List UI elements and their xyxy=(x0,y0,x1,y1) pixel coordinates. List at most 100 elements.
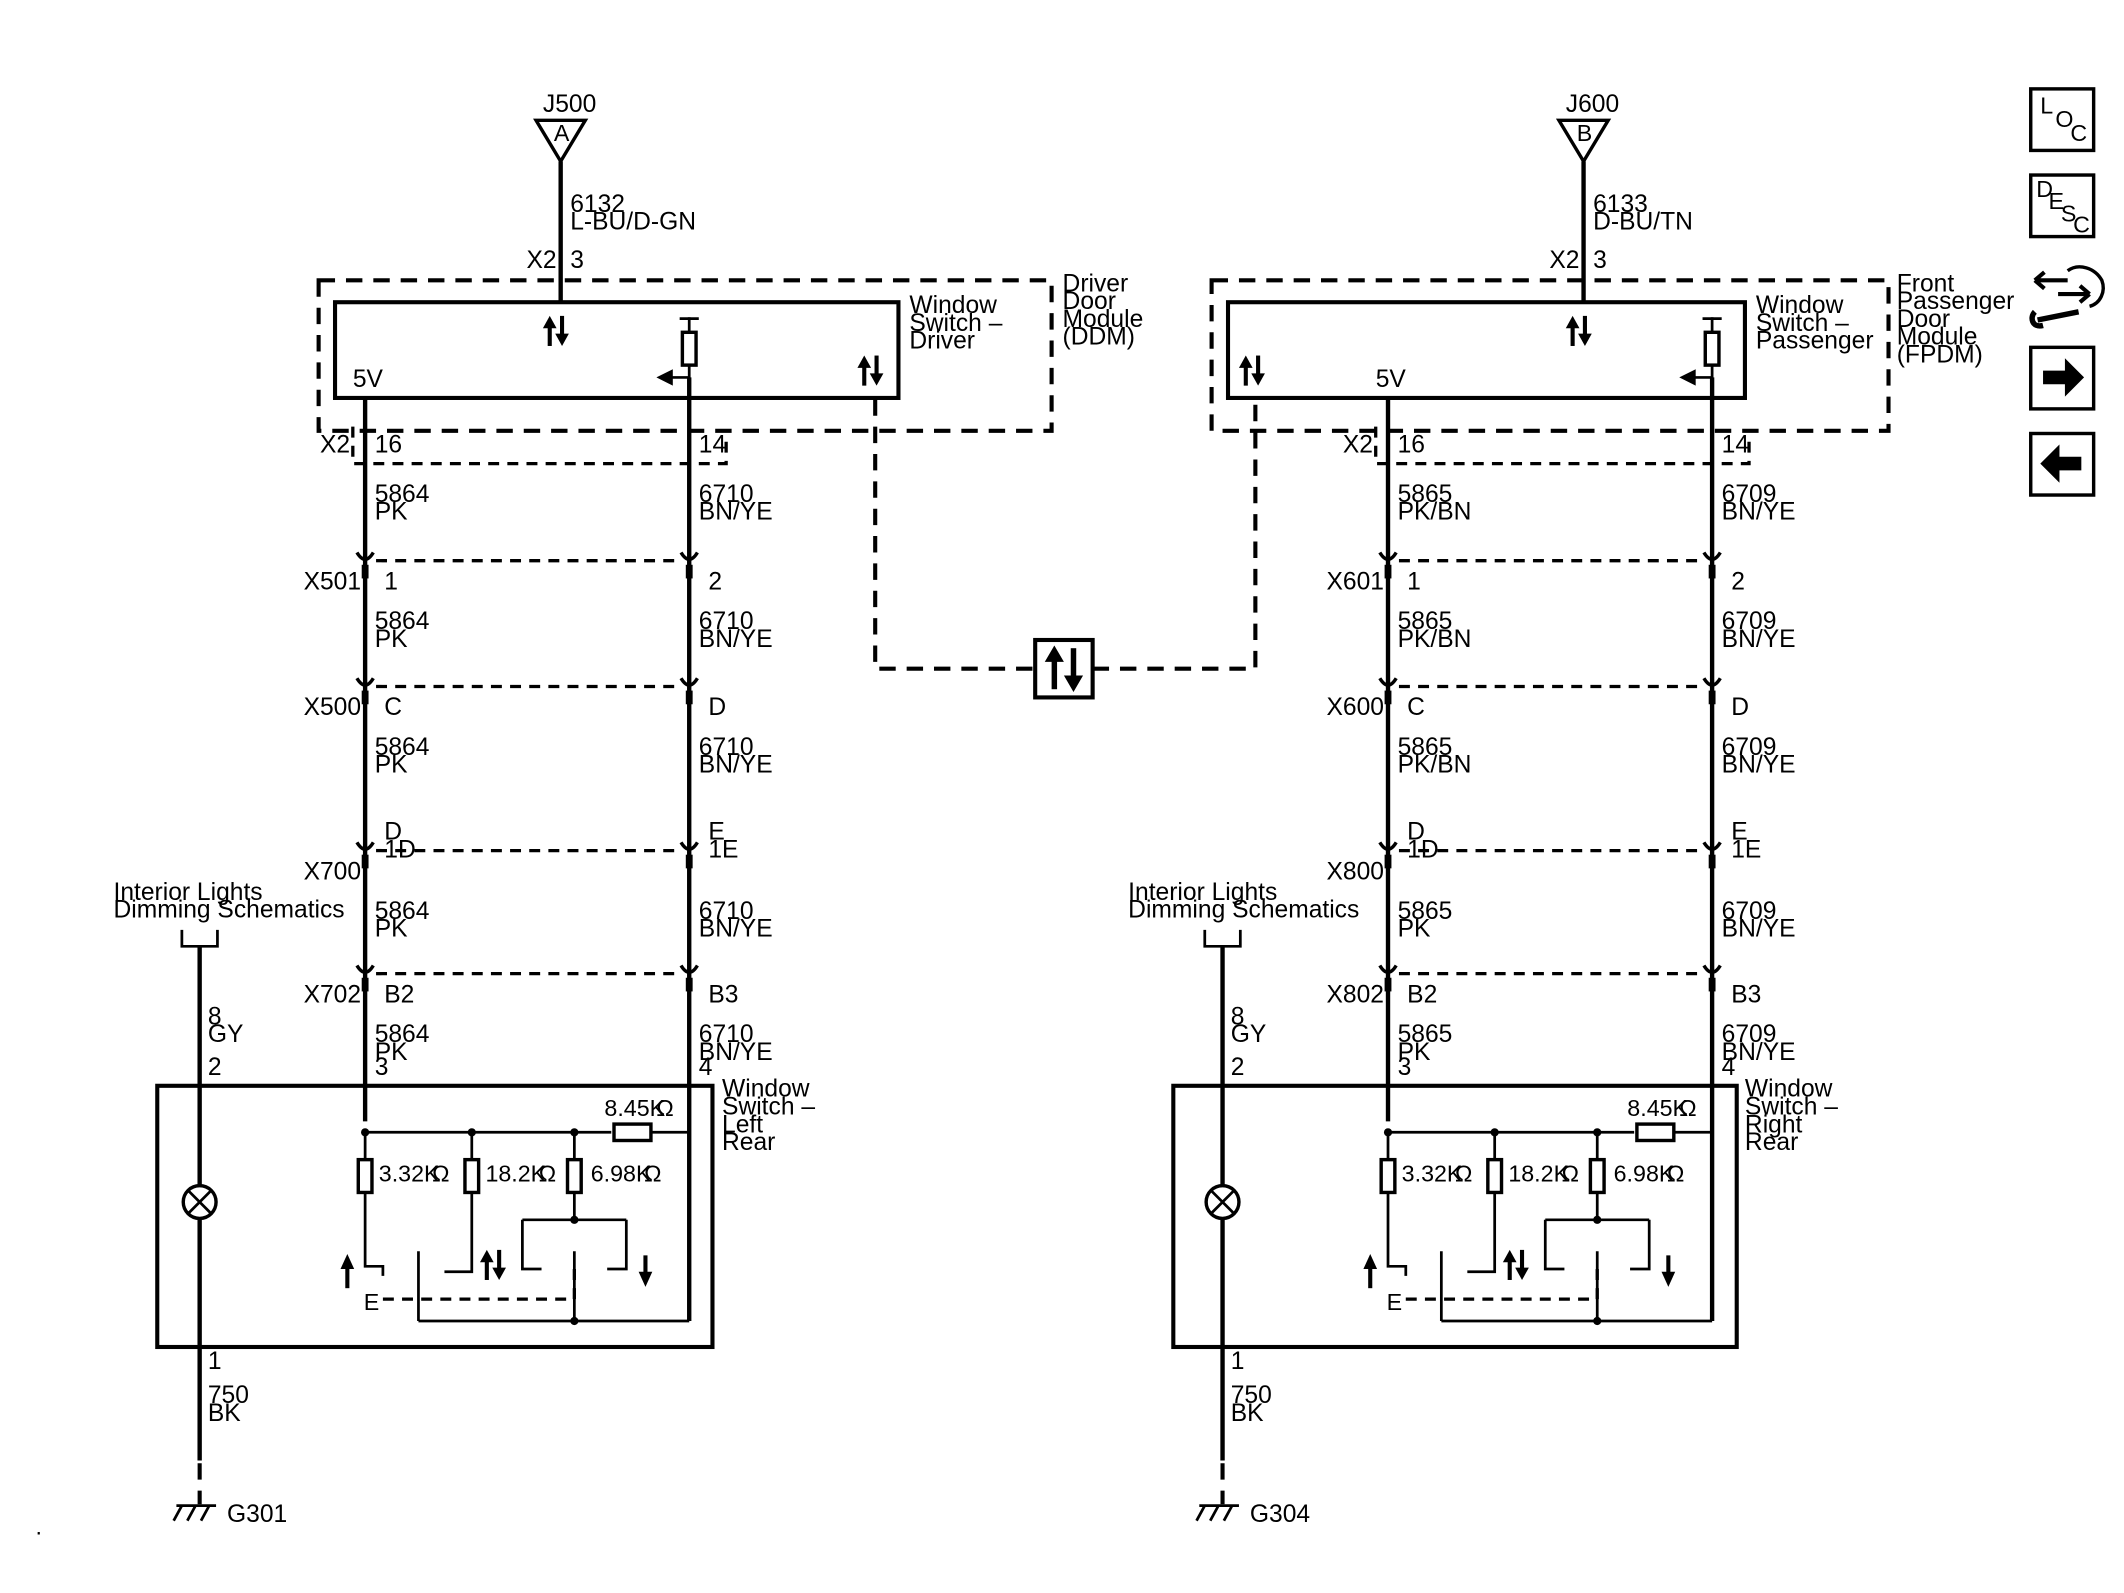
input-connector-ref: J500 xyxy=(543,91,596,118)
signal-arrow-icon xyxy=(656,369,673,386)
connector-b-socket xyxy=(1702,551,1722,561)
wire-b-color: BN/YE xyxy=(1722,916,1796,943)
door-module-label-line-4: (DDM) xyxy=(1063,324,1135,351)
input-connector-letter: A xyxy=(554,120,570,146)
connector-a-pin xyxy=(361,977,369,992)
module-pin-a: 16 xyxy=(375,432,402,459)
location-button[interactable]: L O C xyxy=(2029,87,2096,153)
input-connector-letter: B xyxy=(1577,120,1593,146)
input-circuit-number: 6132 xyxy=(570,191,625,218)
dimming-circuit-number: 8 xyxy=(1231,1003,1245,1030)
loc-letter-c: C xyxy=(2070,120,2087,146)
connector-a-socket xyxy=(1378,841,1398,851)
rear-window-switch-box xyxy=(155,1083,715,1350)
wire-a-color: PK/BN xyxy=(1398,499,1472,526)
dimming-reference-label-line-2: Dimming Schematics xyxy=(114,897,345,924)
input-connector-triangle xyxy=(533,118,589,165)
wire-a-circuit: 5865 xyxy=(1398,898,1453,925)
up-arrow-head xyxy=(1363,1253,1378,1270)
connector-b-pin xyxy=(685,977,693,992)
wire-b-circuit: 6710 xyxy=(699,734,754,761)
resistor-1-unit: Ω xyxy=(432,1161,449,1187)
resistor-2 xyxy=(463,1157,481,1195)
connector-b-socket xyxy=(679,551,699,561)
module-connector-dashed xyxy=(1374,426,1751,466)
connector-pin-a: B2 xyxy=(384,981,414,1008)
connector-pin-a: 1 xyxy=(1407,568,1421,595)
connector-a-socket xyxy=(355,677,375,687)
window-switch-box xyxy=(332,300,901,400)
resistor-top-value: 8.45K xyxy=(1627,1095,1688,1121)
next-page-arrow-icon[interactable] xyxy=(2029,345,2096,411)
connector-a-pin xyxy=(361,564,369,579)
connector-pin-b: B3 xyxy=(708,981,738,1008)
connector-pin-b: 2 xyxy=(708,568,722,595)
wire-a-circuit: 5865 xyxy=(1398,481,1453,508)
corner-dot: . xyxy=(36,1513,42,1539)
input-pin-number: 3 xyxy=(1593,247,1607,274)
rear-window-switch-label-line-4: Rear xyxy=(1745,1129,1798,1156)
door-module-label-line-2: Door xyxy=(1063,288,1116,315)
input-pin-number: 3 xyxy=(570,247,584,274)
module-signal-arrows-icon xyxy=(542,315,569,346)
door-module-label-line-4: Module xyxy=(1897,324,1978,351)
connector-name: X700 xyxy=(304,858,361,885)
connector-a-pin xyxy=(1384,690,1392,705)
switch-e-label: E xyxy=(1387,1289,1403,1315)
previous-page-arrow-icon[interactable] xyxy=(2029,431,2096,497)
bulb-filament xyxy=(187,1190,212,1214)
connector-wrench-icon[interactable] xyxy=(2029,265,2105,329)
dimming-reference-label-line-2: Dimming Schematics xyxy=(1128,897,1359,924)
wire-b-circuit: 6710 xyxy=(699,898,754,925)
rear-window-switch-label-line-2: Switch – xyxy=(1745,1094,1838,1121)
window-switch-label-line-3: Driver xyxy=(909,328,975,355)
desc-letter-d: D xyxy=(2036,176,2053,202)
connector-b-socket xyxy=(1702,964,1722,974)
resistor-3 xyxy=(565,1157,583,1195)
wire-a-color: PK xyxy=(375,1039,408,1066)
resistor-3-unit: Ω xyxy=(644,1161,661,1187)
connector-pin-a: D xyxy=(1407,819,1425,846)
resistor-top xyxy=(612,1122,653,1143)
rear-window-switch-label-line-2: Switch – xyxy=(722,1094,815,1121)
wire-a-circuit: 5864 xyxy=(375,481,430,508)
desc-letter-e: E xyxy=(2049,188,2065,214)
wire-b-circuit: 6709 xyxy=(1722,734,1777,761)
connector-b-socket xyxy=(1702,841,1722,851)
connector-a-pin xyxy=(1384,564,1392,579)
door-module-label-line-1: Driver xyxy=(1063,270,1129,297)
connector-pin-b: B3 xyxy=(1731,981,1761,1008)
serial-data-arrows-icon xyxy=(1238,355,1265,386)
rear-switch-pin-dim: 2 xyxy=(208,1054,222,1081)
down-arrow-head xyxy=(1661,1271,1676,1287)
resistor-top-value: 8.45K xyxy=(604,1095,665,1121)
connector-a-socket xyxy=(355,841,375,851)
resistor-top xyxy=(1635,1122,1676,1143)
wire-b-circuit: 6710 xyxy=(699,481,754,508)
wire-b-circuit: 6709 xyxy=(1722,1021,1777,1048)
resistor-top-unit: Ω xyxy=(656,1095,673,1121)
desc-letter-c: C xyxy=(2073,211,2090,237)
wire-a-color: PK/BN xyxy=(1398,626,1472,653)
description-button[interactable]: D E S C xyxy=(2029,173,2096,239)
input-wire-color: L-BU/D-GN xyxy=(570,209,696,236)
wire-b-color: BN/YE xyxy=(699,1039,773,1066)
ground-circuit-number: 750 xyxy=(1231,1382,1272,1409)
up-arrow-head xyxy=(340,1253,355,1270)
up-down-arrows-icon xyxy=(479,1249,506,1280)
loc-letter-o: O xyxy=(2055,106,2073,132)
wire-b-color: BN/YE xyxy=(1722,752,1796,779)
wire-a-color: PK xyxy=(375,916,408,943)
input-wire-color: D-BU/TN xyxy=(1593,209,1693,236)
connector-b-pin xyxy=(1708,977,1716,992)
down-arrow-head xyxy=(638,1271,653,1287)
window-switch-label-line-2: Switch – xyxy=(1756,310,1849,337)
wire-a-circuit: 5865 xyxy=(1398,734,1453,761)
connector-b-pin xyxy=(685,854,693,869)
contact-updown xyxy=(444,1192,474,1274)
window-switch-label-line-2: Switch – xyxy=(909,310,1002,337)
